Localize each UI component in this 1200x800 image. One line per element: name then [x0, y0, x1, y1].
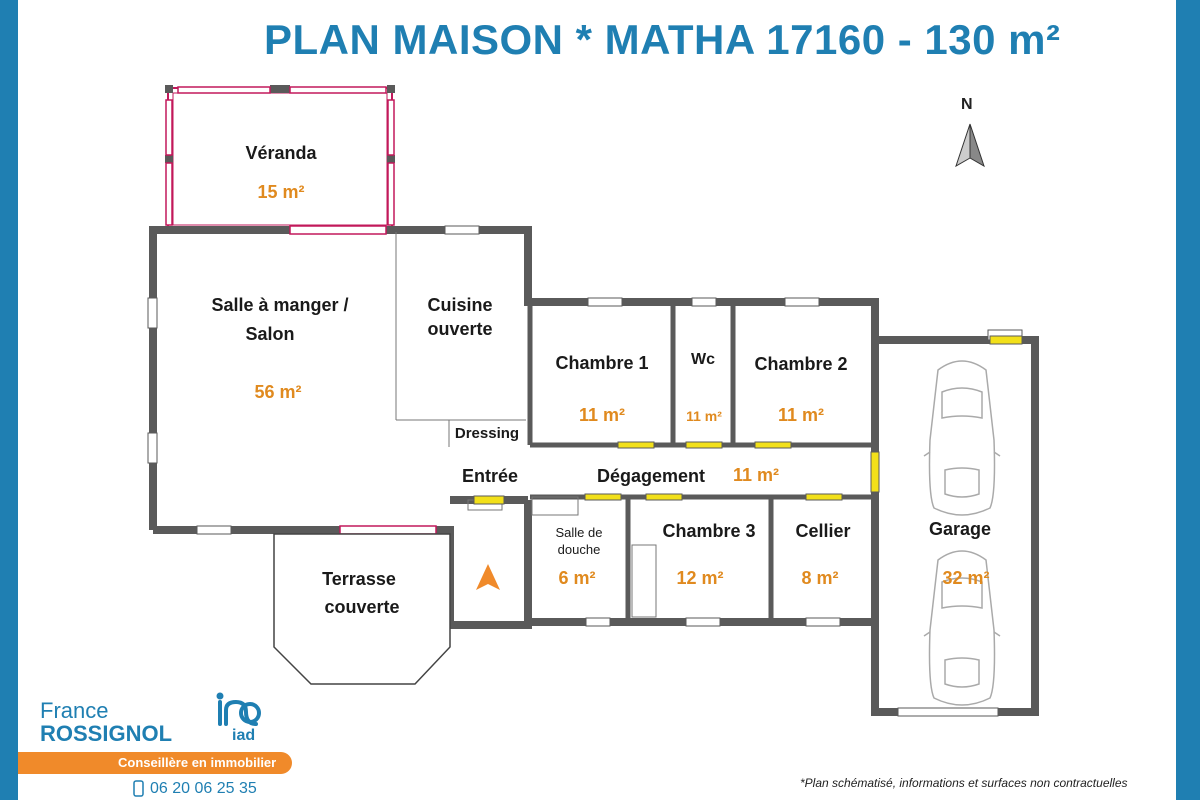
- agent-phone: 06 20 06 25 35: [132, 780, 257, 798]
- doors: [473, 335, 1023, 505]
- room-chambre1-area: 11 m²: [578, 405, 626, 425]
- disclaimer: *Plan schématisé, informations et surfac…: [800, 776, 1128, 790]
- room-veranda-area: 15 m²: [257, 182, 305, 202]
- agent-name: France ROSSIGNOL: [40, 699, 172, 745]
- room-garage-name: Garage: [928, 519, 992, 539]
- windows: [147, 225, 1023, 717]
- room-chambre2-area: 11 m²: [777, 405, 825, 425]
- room-cuisine-name-1: Cuisine: [427, 295, 493, 315]
- room-chambre3-area: 12 m²: [676, 568, 724, 588]
- room-salle-douche-name-1: Salle de: [555, 525, 603, 540]
- agent-role-bar: [18, 752, 292, 774]
- room-entree-name: Entrée: [461, 466, 519, 486]
- room-chambre3-name: Chambre 3: [662, 521, 756, 541]
- room-chambre1-name: Chambre 1: [555, 353, 649, 373]
- room-chambre2-name: Chambre 2: [754, 354, 848, 374]
- room-degagement-area: 11 m²: [732, 465, 780, 485]
- room-cuisine-name-2: ouverte: [427, 319, 493, 339]
- room-terrasse-name-2: couverte: [324, 597, 400, 617]
- room-veranda-name: Véranda: [245, 143, 317, 163]
- bay-windows: [165, 86, 437, 535]
- terrasse-outline: [273, 533, 451, 685]
- room-garage-area: 32 m²: [942, 568, 990, 588]
- page-title: PLAN MAISON * MATHA 17160 - 130 m²: [264, 16, 1061, 63]
- room-degagement-name: Dégagement: [596, 466, 706, 486]
- room-salle-manger-name-2: Salon: [245, 324, 295, 344]
- agent-first-name: France: [40, 698, 109, 723]
- phone-icon: [133, 780, 144, 797]
- room-dressing-name: Dressing: [454, 425, 520, 442]
- room-salle-manger-name-1: Salle à manger /: [211, 295, 349, 315]
- compass-north-label: N: [961, 96, 973, 113]
- room-salle-manger-area: 56 m²: [254, 382, 302, 402]
- iad-brand-text: iad: [232, 727, 256, 744]
- room-cellier-name: Cellier: [795, 521, 851, 541]
- room-salle-douche-area: 6 m²: [558, 568, 596, 588]
- car-icon-2: [923, 550, 1001, 706]
- thin-lines: [395, 232, 657, 618]
- room-wc-name: Wc: [691, 351, 715, 368]
- room-wc-area: 11 m²: [686, 408, 722, 424]
- room-salle-douche-name-2: douche: [557, 542, 601, 557]
- iad-logo-icon: [216, 692, 261, 726]
- compass-arrow-icon: [955, 123, 985, 168]
- room-cellier-area: 8 m²: [801, 568, 839, 588]
- room-terrasse-name-1: Terrasse: [322, 569, 396, 589]
- agent-phone-number: 06 20 06 25 35: [150, 780, 257, 797]
- car-icon: [923, 360, 1001, 516]
- entrance-arrow-icon: [476, 564, 500, 590]
- agent-last-name: ROSSIGNOL: [40, 721, 173, 747]
- agent-role: Conseillère en immobilier: [118, 755, 277, 770]
